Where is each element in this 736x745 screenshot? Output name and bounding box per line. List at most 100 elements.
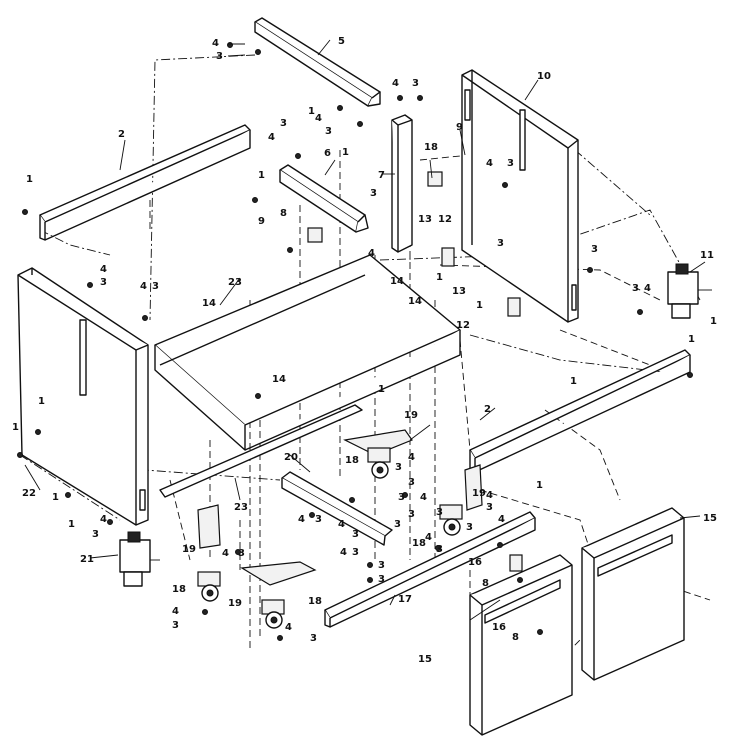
callout-12: 12 <box>456 320 470 331</box>
callout-4: 4 <box>140 281 147 292</box>
upper-left-rail <box>39 124 251 241</box>
callout-3: 3 <box>352 529 359 540</box>
callout-8: 8 <box>280 208 287 219</box>
callout-3: 3 <box>395 462 402 473</box>
callout-3: 3 <box>238 548 245 559</box>
callout-3: 3 <box>378 560 385 571</box>
callout-3: 3 <box>394 519 401 530</box>
callout-4: 4 <box>298 514 305 525</box>
callout-11: 11 <box>700 250 714 261</box>
callout-4: 4 <box>268 132 275 143</box>
callout-20: 20 <box>284 452 298 463</box>
callout-14: 14 <box>390 276 404 287</box>
callout-4: 4 <box>212 38 219 49</box>
corner-plates <box>197 429 483 586</box>
lower-right-rail <box>469 349 691 473</box>
callout-5: 5 <box>338 36 345 47</box>
top-back-rail <box>254 17 381 107</box>
callout-13: 13 <box>452 286 466 297</box>
callout-12: 12 <box>438 214 452 225</box>
callout-1: 1 <box>12 422 19 433</box>
callout-1: 1 <box>68 519 75 530</box>
callout-1: 1 <box>476 300 483 311</box>
lower-rails <box>159 404 536 628</box>
left-side-panel <box>17 267 149 526</box>
callout-9: 9 <box>456 122 463 133</box>
callout-8: 8 <box>512 632 519 643</box>
callout-3: 3 <box>310 633 317 644</box>
callout-3: 3 <box>92 529 99 540</box>
callout-4: 4 <box>420 492 427 503</box>
callout-4: 4 <box>222 548 229 559</box>
callout-3: 3 <box>507 158 514 169</box>
callout-4: 4 <box>172 606 179 617</box>
callout-21: 21 <box>80 554 94 565</box>
callout-16: 16 <box>468 557 482 568</box>
callout-3: 3 <box>591 244 598 255</box>
callout-9: 9 <box>258 216 265 227</box>
callout-3: 3 <box>497 238 504 249</box>
callout-3: 3 <box>216 51 223 62</box>
callout-4: 4 <box>392 78 399 89</box>
callout-19: 19 <box>404 410 418 421</box>
callout-18: 18 <box>424 142 438 153</box>
callout-10: 10 <box>537 71 551 82</box>
callout-1: 1 <box>536 480 543 491</box>
callout-3: 3 <box>632 283 639 294</box>
callout-4: 4 <box>100 264 107 275</box>
callout-3: 3 <box>398 492 405 503</box>
callout-17: 17 <box>398 594 412 605</box>
callout-14: 14 <box>272 374 286 385</box>
callout-3: 3 <box>172 620 179 631</box>
callout-3: 3 <box>352 547 359 558</box>
callout-18: 18 <box>172 584 186 595</box>
doors <box>469 507 685 736</box>
callout-3: 3 <box>100 277 107 288</box>
callout-3: 3 <box>436 544 443 555</box>
callout-4: 4 <box>486 490 493 501</box>
callout-1: 1 <box>378 384 385 395</box>
callout-4: 4 <box>644 283 651 294</box>
callout-18: 18 <box>345 455 359 466</box>
callout-1: 1 <box>570 376 577 387</box>
fasteners <box>17 42 693 641</box>
callout-3: 3 <box>412 78 419 89</box>
callout-4: 4 <box>486 158 493 169</box>
callout-14: 14 <box>202 298 216 309</box>
callout-labels: 1 1 1 1 1 1 1 1 1 1 1 1 1 1 1 2 2 3 3 3 … <box>12 36 717 665</box>
callout-1: 1 <box>710 316 717 327</box>
callout-1: 1 <box>38 396 45 407</box>
callout-4: 4 <box>285 622 292 633</box>
callout-1: 1 <box>258 170 265 181</box>
callout-1: 1 <box>308 106 315 117</box>
callout-2: 2 <box>118 129 125 140</box>
callout-4: 4 <box>315 113 322 124</box>
leveling-feet <box>119 263 712 587</box>
callout-6: 6 <box>324 148 331 159</box>
callout-13: 13 <box>418 214 432 225</box>
callout-15: 15 <box>418 654 432 665</box>
callout-19: 19 <box>472 488 486 499</box>
casters <box>197 447 463 629</box>
callout-3: 3 <box>378 574 385 585</box>
callout-4: 4 <box>368 248 375 259</box>
callout-1: 1 <box>342 147 349 158</box>
callout-1: 1 <box>688 334 695 345</box>
callout-4: 4 <box>425 532 432 543</box>
right-side-panel <box>461 69 579 323</box>
callout-3: 3 <box>408 509 415 520</box>
callout-3: 3 <box>152 281 159 292</box>
callout-23: 23 <box>234 502 248 513</box>
callout-4: 4 <box>498 514 505 525</box>
callout-4: 4 <box>338 519 345 530</box>
callout-4: 4 <box>408 452 415 463</box>
callout-14: 14 <box>408 296 422 307</box>
callout-1: 1 <box>26 174 33 185</box>
callout-3: 3 <box>315 514 322 525</box>
callout-18: 18 <box>412 538 426 549</box>
callout-22: 22 <box>22 488 36 499</box>
callout-16: 16 <box>492 622 506 633</box>
callout-3: 3 <box>325 126 332 137</box>
